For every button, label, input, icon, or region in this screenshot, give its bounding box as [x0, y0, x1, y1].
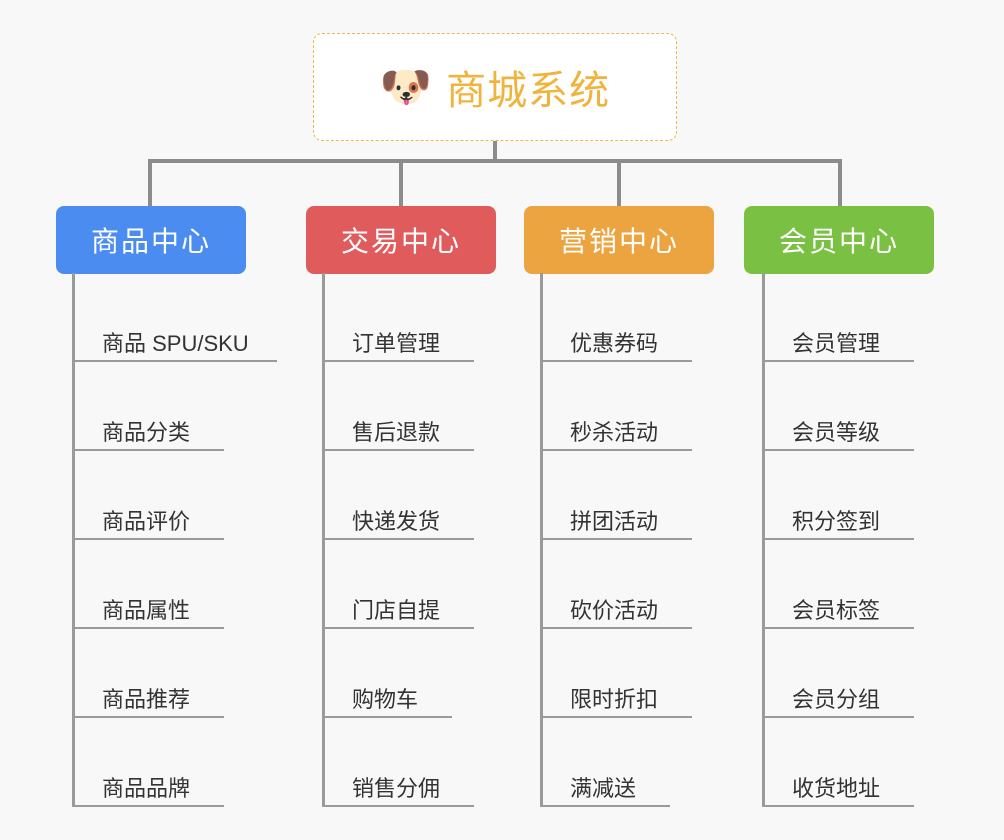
- leaf-label: 会员分组: [792, 687, 881, 712]
- leaf-column-4: 会员管理 会员等级 积分签到 会员标签 会员分组 收货地址: [762, 273, 914, 807]
- leaf-rule: [762, 360, 914, 362]
- leaf-rule: [322, 627, 474, 629]
- leaf-label: 满减送: [570, 776, 637, 801]
- leaf-column-3: 优惠券码 秒杀活动 拼团活动 砍价活动 限时折扣 满减送: [540, 273, 692, 807]
- leaf-label: 秒杀活动: [570, 420, 659, 445]
- leaf-label: 门店自提: [352, 598, 441, 623]
- leaf-item[interactable]: 砍价活动: [540, 540, 692, 629]
- leaf-item[interactable]: 商品推荐: [72, 629, 249, 718]
- leaf-item[interactable]: 商品 SPU/SKU: [72, 273, 277, 362]
- leaf-rule: [72, 538, 224, 540]
- leaf-item[interactable]: 拼团活动: [540, 451, 692, 540]
- leaf-rule: [762, 716, 914, 718]
- leaf-label: 优惠券码: [570, 331, 659, 356]
- leaf-rule: [72, 716, 224, 718]
- leaf-label: 售后退款: [352, 420, 441, 445]
- leaf-item[interactable]: 积分签到: [762, 451, 914, 540]
- leaf-item[interactable]: 商品分类: [72, 362, 249, 451]
- leaf-label: 会员等级: [792, 420, 881, 445]
- leaf-item[interactable]: 门店自提: [322, 540, 474, 629]
- leaf-rule: [322, 538, 474, 540]
- category-label: 商品中心: [90, 226, 211, 257]
- connector-to-category-2: [399, 159, 403, 209]
- connector-horizontal-bus: [148, 159, 842, 163]
- leaf-item[interactable]: 会员分组: [762, 629, 914, 718]
- root-node-label: 商城系统: [446, 69, 611, 113]
- leaf-label: 商品 SPU/SKU: [102, 331, 249, 356]
- leaf-label: 商品属性: [102, 598, 191, 623]
- leaf-item[interactable]: 商品属性: [72, 540, 249, 629]
- leaf-rule: [540, 360, 692, 362]
- leaf-label: 商品分类: [102, 420, 191, 445]
- connector-to-category-3: [617, 159, 621, 209]
- leaf-rule: [322, 360, 474, 362]
- leaf-item[interactable]: 限时折扣: [540, 629, 692, 718]
- leaf-item[interactable]: 购物车: [322, 629, 452, 718]
- leaf-item[interactable]: 会员管理: [762, 273, 914, 362]
- leaf-trunk: [322, 273, 325, 807]
- leaf-label: 拼团活动: [570, 509, 659, 534]
- leaf-item[interactable]: 优惠券码: [540, 273, 692, 362]
- leaf-item[interactable]: 收货地址: [762, 718, 914, 807]
- leaf-label: 砍价活动: [570, 598, 659, 623]
- category-label: 交易中心: [340, 226, 461, 257]
- leaf-label: 收货地址: [792, 776, 881, 801]
- leaf-item[interactable]: 商品品牌: [72, 718, 249, 807]
- leaf-rule: [540, 449, 692, 451]
- leaf-item[interactable]: 会员等级: [762, 362, 914, 451]
- leaf-rule: [762, 449, 914, 451]
- category-label: 会员中心: [778, 226, 899, 257]
- leaf-item[interactable]: 秒杀活动: [540, 362, 692, 451]
- leaf-label: 订单管理: [352, 331, 441, 356]
- leaf-column-1: 商品 SPU/SKU 商品分类 商品评价 商品属性 商品推荐 商品品牌: [72, 273, 277, 807]
- leaf-rule: [72, 449, 224, 451]
- leaf-rule: [540, 538, 692, 540]
- leaf-label: 积分签到: [792, 509, 881, 534]
- leaf-item[interactable]: 订单管理: [322, 273, 474, 362]
- connector-to-category-1: [148, 159, 152, 209]
- leaf-rule: [540, 627, 692, 629]
- leaf-rule: [762, 805, 914, 807]
- leaf-item[interactable]: 商品评价: [72, 451, 249, 540]
- connector-root-stem: [493, 141, 497, 163]
- leaf-label: 限时折扣: [570, 687, 659, 712]
- leaf-trunk: [540, 273, 543, 807]
- leaf-rule: [762, 538, 914, 540]
- connector-to-category-4: [838, 159, 842, 209]
- category-card-会员中心[interactable]: 会员中心: [744, 206, 934, 274]
- leaf-trunk: [762, 273, 765, 807]
- category-card-商品中心[interactable]: 商品中心: [56, 206, 246, 274]
- leaf-item[interactable]: 快递发货: [322, 451, 474, 540]
- leaf-label: 会员管理: [792, 331, 881, 356]
- leaf-rule: [72, 805, 224, 807]
- leaf-label: 商品推荐: [102, 687, 191, 712]
- leaf-label: 商品评价: [102, 509, 191, 534]
- leaf-column-2: 订单管理 售后退款 快递发货 门店自提 购物车 销售分佣: [322, 273, 474, 807]
- leaf-item[interactable]: 会员标签: [762, 540, 914, 629]
- leaf-label: 商品品牌: [102, 776, 191, 801]
- leaf-rule: [540, 805, 670, 807]
- leaf-item[interactable]: 售后退款: [322, 362, 474, 451]
- leaf-label: 销售分佣: [352, 776, 441, 801]
- leaf-rule: [762, 627, 914, 629]
- leaf-trunk: [72, 273, 75, 807]
- leaf-rule: [322, 449, 474, 451]
- leaf-item[interactable]: 销售分佣: [322, 718, 474, 807]
- root-node[interactable]: 🐶 商城系统: [313, 33, 677, 141]
- leaf-rule: [72, 360, 277, 362]
- dog-face-icon: 🐶: [379, 63, 433, 110]
- leaf-item[interactable]: 满减送: [540, 718, 670, 807]
- leaf-label: 会员标签: [792, 598, 881, 623]
- category-label: 营销中心: [558, 226, 679, 257]
- leaf-label: 购物车: [352, 687, 419, 712]
- category-card-交易中心[interactable]: 交易中心: [306, 206, 496, 274]
- leaf-label: 快递发货: [352, 509, 441, 534]
- leaf-rule: [322, 805, 474, 807]
- category-card-营销中心[interactable]: 营销中心: [524, 206, 714, 274]
- leaf-rule: [72, 627, 224, 629]
- leaf-rule: [322, 716, 452, 718]
- leaf-rule: [540, 716, 692, 718]
